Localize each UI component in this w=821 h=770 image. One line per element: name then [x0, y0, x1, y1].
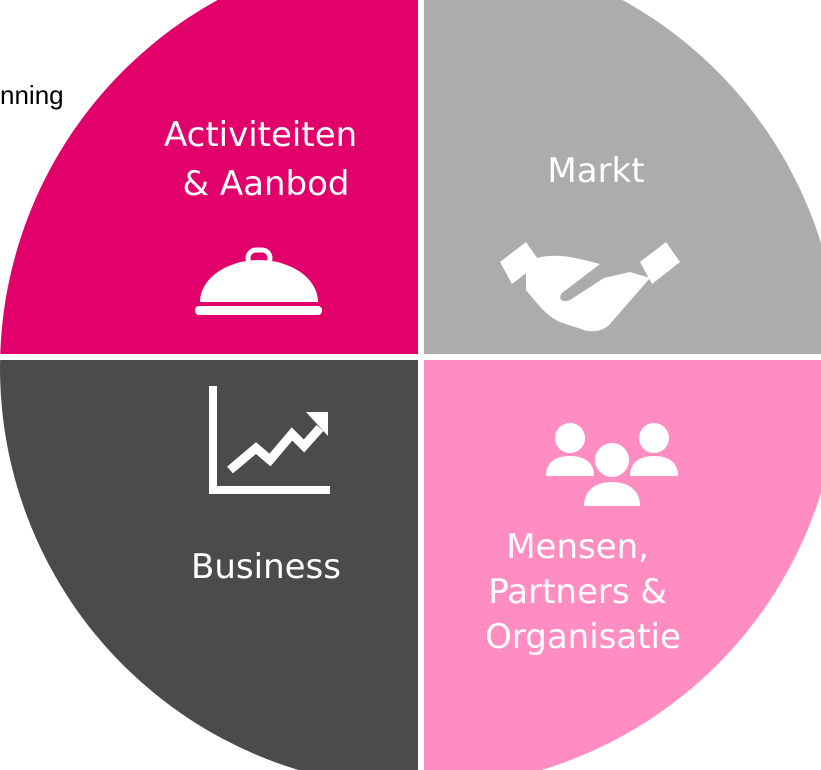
label-line: Organisatie — [485, 617, 681, 657]
label-line: Activiteiten — [164, 115, 357, 155]
quadrant-label-markt: Markt — [547, 151, 644, 191]
people-group-icon — [546, 423, 678, 506]
quadrant-label-mensen-partners-organisatie: Mensen, Partners & Organisatie — [485, 527, 681, 657]
quadrant-label-business: Business — [191, 547, 341, 587]
cloche-icon — [195, 247, 322, 315]
label-line: Markt — [547, 151, 644, 191]
label-line: & Aanbod — [183, 164, 350, 204]
label-line: Business — [191, 547, 341, 587]
handshake-icon — [500, 242, 680, 332]
label-line: Partners & — [488, 572, 667, 612]
label-line: Mensen, — [506, 527, 649, 567]
growth-chart-icon — [209, 386, 330, 494]
cropped-heading-text: nning — [0, 80, 64, 110]
quadrant-label-activiteiten-aanbod: Activiteiten & Aanbod — [164, 115, 368, 204]
